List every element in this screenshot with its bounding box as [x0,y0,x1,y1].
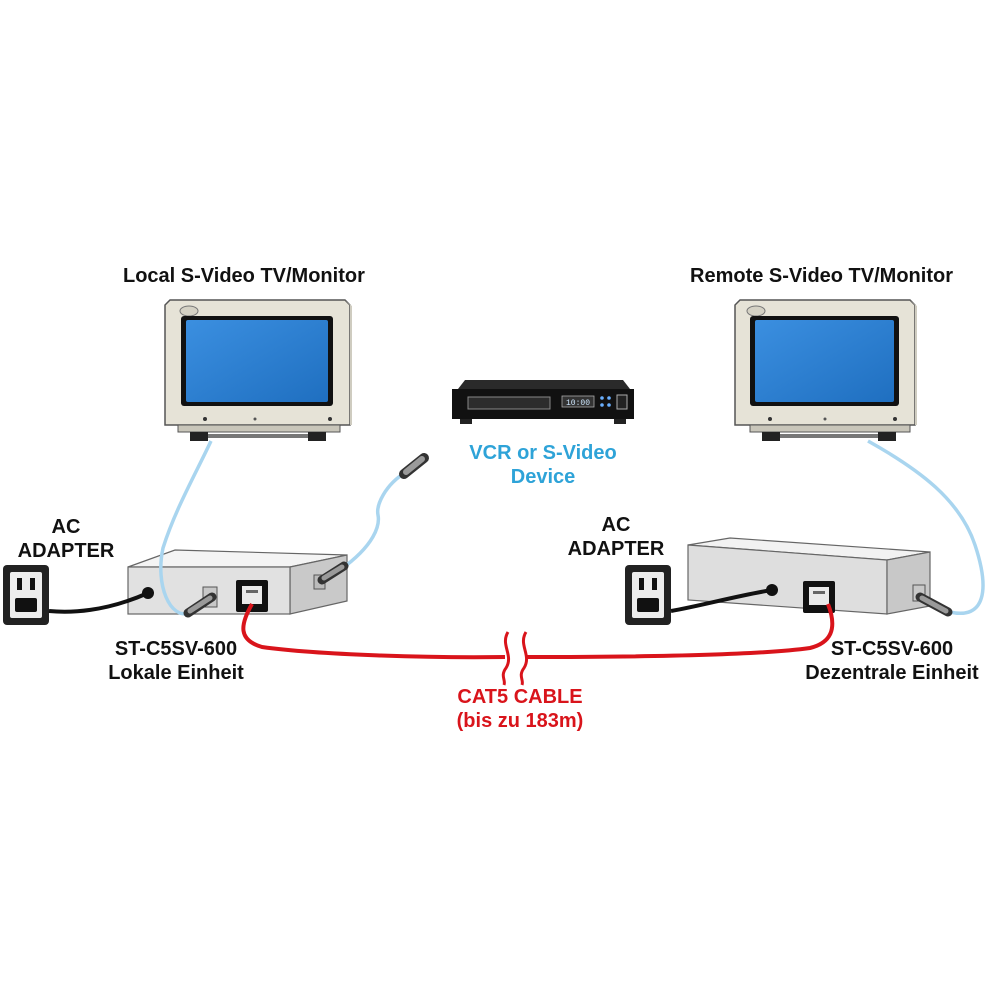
local-unit-model: ST-C5SV-600 [114,638,238,660]
rj45-port-icon-local [236,580,268,612]
local-unit-name: Lokale Einheit [108,662,244,684]
vcr-icon: 10:00 [452,380,634,424]
ac-adapter-left-label: AC ADAPTER [5,515,127,563]
svideo-cable-vcr [338,470,407,572]
local-monitor-label: Local S-Video TV/Monitor [123,265,365,287]
ac-adapter-left-line2: ADAPTER [17,540,115,562]
local-unit-label: ST-C5SV-600 Lokale Einheit [85,637,267,685]
power-cable-left [48,591,149,614]
cat5-cable-label-line2: (bis zu 183m) [456,710,584,732]
local-monitor-icon [164,299,352,441]
remote-unit-name: Dezentrale Einheit [805,662,979,684]
ac-adapter-right-line1: AC [601,514,631,536]
remote-monitor-label: Remote S-Video TV/Monitor [690,265,953,287]
vcr-label: VCR or S-Video Device [452,441,634,489]
svideo-cable-remote-monitor [867,439,985,616]
ac-adapter-right-label: AC ADAPTER [557,513,675,561]
cat5-cable-right-segment [526,603,835,659]
ac-adapter-right-line2: ADAPTER [567,538,665,560]
cable-break-icon [501,631,529,686]
remote-unit-label: ST-C5SV-600 Dezentrale Einheit [788,637,996,685]
remote-extender-unit-icon [687,537,931,615]
vcr-label-line2: Device [510,466,576,488]
power-jack-left [142,587,154,599]
remote-unit-model: ST-C5SV-600 [830,638,954,660]
vcr-label-line1: VCR or S-Video [469,442,617,464]
svideo-cable-local-monitor [159,440,213,616]
vcr-display-readout: 10:00 [566,399,590,408]
power-outlet-icon-left [3,565,49,625]
power-jack-right [766,584,778,596]
cat5-cable-label-line1: CAT5 CABLE [457,686,583,708]
remote-monitor-icon [734,299,917,441]
ac-adapter-left-line1: AC [51,516,81,538]
cat5-cable-label: CAT5 CABLE (bis zu 183m) [430,685,610,733]
power-cable-right [670,588,773,613]
cat5-cable-left-segment [241,603,506,660]
power-outlet-icon-right [625,565,671,625]
